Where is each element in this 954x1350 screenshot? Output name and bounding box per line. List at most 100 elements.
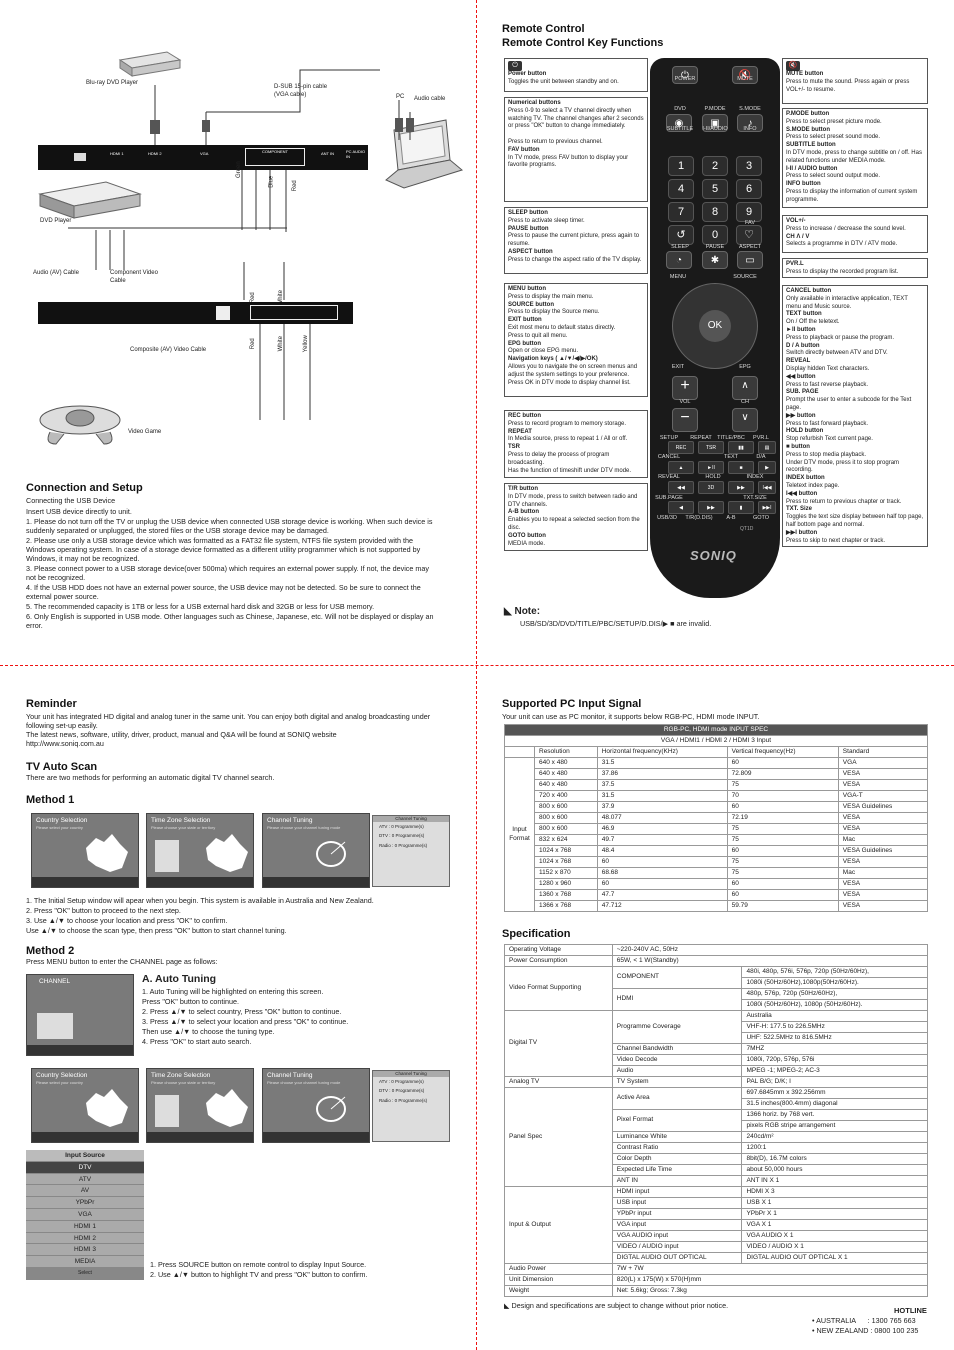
screen-subtitle: Please choose your state or territory [151, 1080, 216, 1085]
num-7-button[interactable]: 7 [668, 202, 694, 222]
cable-lines [68, 69, 414, 420]
pause-button[interactable]: ✱ [702, 251, 728, 269]
vol-up-button[interactable]: + [672, 376, 698, 400]
satellite-dish-icon [316, 841, 346, 867]
pvrl-key-label: PVR.L [753, 435, 769, 441]
timezone-list[interactable] [155, 1095, 179, 1127]
screen-subtitle: Please select your country [36, 825, 83, 830]
step: Press "OK" button to continue. [142, 997, 239, 1006]
smode-button[interactable]: ♪ [737, 114, 763, 132]
step: 3. Use ▲/▼ to choose your location and p… [26, 916, 228, 925]
country-selection-screen-2: Country Selection Please select your cou… [31, 1068, 139, 1143]
input-source-item[interactable]: ATV [26, 1173, 144, 1186]
input-source-item[interactable]: HDMI 1 [26, 1220, 144, 1233]
aspect-button[interactable]: ▭ [737, 251, 763, 269]
next-button[interactable]: ▶▶I [758, 501, 776, 514]
num-4-button[interactable]: 4 [668, 179, 694, 199]
input-source-footer: Select [26, 1267, 144, 1280]
input-source-item[interactable]: HDMI 3 [26, 1244, 144, 1257]
table-cell: 800 x 600 [534, 801, 598, 813]
dvd-button[interactable]: ◉ [666, 114, 692, 132]
prev-button[interactable]: I◀◀ [758, 481, 776, 494]
pvr-list-button[interactable]: ▤ [758, 441, 776, 454]
index-button[interactable]: ▶ [758, 461, 776, 474]
rec-button[interactable]: REC [668, 441, 694, 454]
num-2-button[interactable]: 2 [702, 156, 728, 176]
num-9-button[interactable]: 9 [736, 202, 762, 222]
pc-table-header1: RGB-PC, HDMI mode INPUT SPEC [504, 724, 928, 736]
table-cell: VESA Guidelines [837, 801, 929, 813]
tr-button[interactable]: ▶▶ [698, 501, 724, 514]
mute-button[interactable]: 🔇 [732, 66, 758, 84]
ok-button[interactable]: OK [699, 310, 731, 342]
rewind-button[interactable]: ◀◀ [668, 481, 694, 494]
num-5-button[interactable]: 5 [702, 179, 728, 199]
vol-box: VOL+/-Press to increase / decrease the s… [782, 215, 928, 253]
power-icon: ⏻ [508, 61, 522, 71]
num-1-button[interactable]: 1 [668, 156, 694, 176]
method2-text: Press MENU button to enter the CHANNEL p… [26, 957, 218, 966]
input-source-item[interactable]: HDMI 2 [26, 1232, 144, 1245]
table-cell: VESA [837, 889, 929, 901]
dvd-player-image [38, 181, 142, 219]
cancel-key-label: CANCEL [657, 454, 681, 460]
input-source-item[interactable]: YPbPr [26, 1197, 144, 1209]
channel-menu-list[interactable] [37, 1013, 73, 1039]
table-cell: 800 x 600 [534, 812, 598, 824]
red3-label: Red [249, 338, 256, 350]
screen-footer-bar [263, 877, 369, 887]
num-8-button[interactable]: 8 [702, 202, 728, 222]
input-source-item[interactable]: VGA [26, 1208, 144, 1221]
pmode-button[interactable]: ▣ [702, 114, 728, 132]
table-cell: VESA [837, 878, 929, 890]
blue-label: Blue [268, 175, 275, 188]
tr-key-label: T/R(D.DIS) [685, 515, 713, 521]
white2-label: White [277, 336, 284, 352]
3d-button[interactable]: 3D [698, 481, 724, 494]
num-6-button[interactable]: 6 [736, 179, 762, 199]
input-source-item[interactable]: AV [26, 1185, 144, 1198]
usb-note: 1. Please do not turn off the TV or unpl… [26, 517, 433, 535]
table-cell: 1360 x 768 [534, 889, 598, 901]
vol-down-button[interactable]: − [672, 408, 698, 432]
ab-button[interactable]: ▮ [728, 501, 754, 514]
return-button[interactable]: ↺ [668, 225, 694, 245]
method2-title: Method 2 [26, 945, 75, 957]
pvrl-button[interactable]: ▮▮ [728, 441, 754, 454]
usb3d-button[interactable]: ◀ [668, 501, 694, 514]
sleep-button[interactable]: ◔ [666, 251, 692, 269]
input-source-item[interactable]: MEDIA [26, 1256, 144, 1268]
channel-menu-title: CHANNEL [39, 978, 71, 985]
table-cell: 832 x 624 [534, 834, 598, 846]
timezone-list[interactable] [155, 840, 179, 872]
country-selection-screen: Country Selection Please select your cou… [31, 813, 139, 888]
input-source-item[interactable]: DTV [26, 1161, 144, 1174]
timezone-selection-screen: Time Zone Selection Please choose your s… [146, 813, 254, 888]
table-cell: 75 [726, 779, 839, 791]
screen-footer-bar [32, 877, 138, 887]
video-game-image [39, 405, 121, 445]
forward-button[interactable]: ▶▶ [728, 481, 754, 494]
vga-port: VGA [200, 151, 209, 156]
num-3-button[interactable]: 3 [736, 156, 762, 176]
reveal-button[interactable]: ▲ [668, 461, 694, 474]
play-pause-button[interactable]: ►II [698, 461, 724, 474]
reminder-url[interactable]: http://www.soniq.com.au [26, 739, 104, 748]
tuning-row: DTV : 0 Programme(s) [379, 1088, 425, 1094]
stop-button[interactable]: ■ [728, 461, 754, 474]
power-button[interactable]: ⏻ [672, 66, 698, 84]
ch-down-button[interactable]: ∨ [732, 408, 758, 432]
screen-title: Channel Tuning [267, 817, 313, 824]
num-0-button[interactable]: 0 [702, 225, 728, 245]
tsr-button[interactable]: TSR [698, 441, 724, 454]
fav-button[interactable]: ♡ [736, 225, 762, 245]
ch-up-button[interactable]: ∧ [732, 376, 758, 400]
